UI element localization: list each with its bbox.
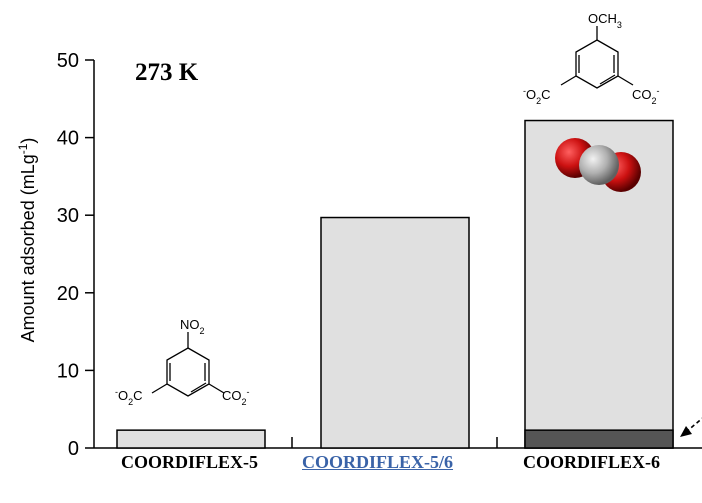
- y-tick-label-10: 10: [57, 360, 79, 382]
- bar-segment-dark: [524, 429, 674, 449]
- right-right-carboxylate-label: CO2-: [632, 86, 660, 106]
- methoxy-group-label: OCH3: [588, 11, 622, 30]
- right-carboxylate-label: CO2-: [222, 387, 250, 407]
- co2-molecule: [555, 138, 641, 192]
- category-label-coordiflex-5: COORDIFLEX-5: [121, 452, 259, 472]
- bar-coordiflex-5: [116, 429, 266, 449]
- temperature-annotation: 273 K: [135, 59, 199, 86]
- y-axis-label: Amount adsorbed (mLg-1): [16, 138, 38, 343]
- nitro-isophthalate-structure: [151, 332, 225, 397]
- category-label-coordiflex-6: COORDIFLEX-6: [523, 452, 661, 472]
- y-tick-label-30: 30: [57, 205, 79, 227]
- left-carboxylate-label: -O2C: [115, 387, 143, 407]
- nitro-group-label: NO2: [180, 317, 205, 336]
- y-tick-label-50: 50: [57, 50, 79, 72]
- bar-coordiflex-5-6: [320, 216, 470, 449]
- category-label-coordiflex-5-6[interactable]: COORDIFLEX-5/6: [302, 452, 454, 472]
- right-left-carboxylate-label: -O2C: [523, 86, 551, 106]
- y-tick-label-0: 0: [68, 438, 79, 460]
- y-tick-label-40: 40: [57, 128, 79, 150]
- dashed-arrow-icon: [680, 417, 702, 437]
- y-tick-label-20: 20: [57, 283, 79, 305]
- methoxy-isophthalate-structure: [560, 26, 634, 89]
